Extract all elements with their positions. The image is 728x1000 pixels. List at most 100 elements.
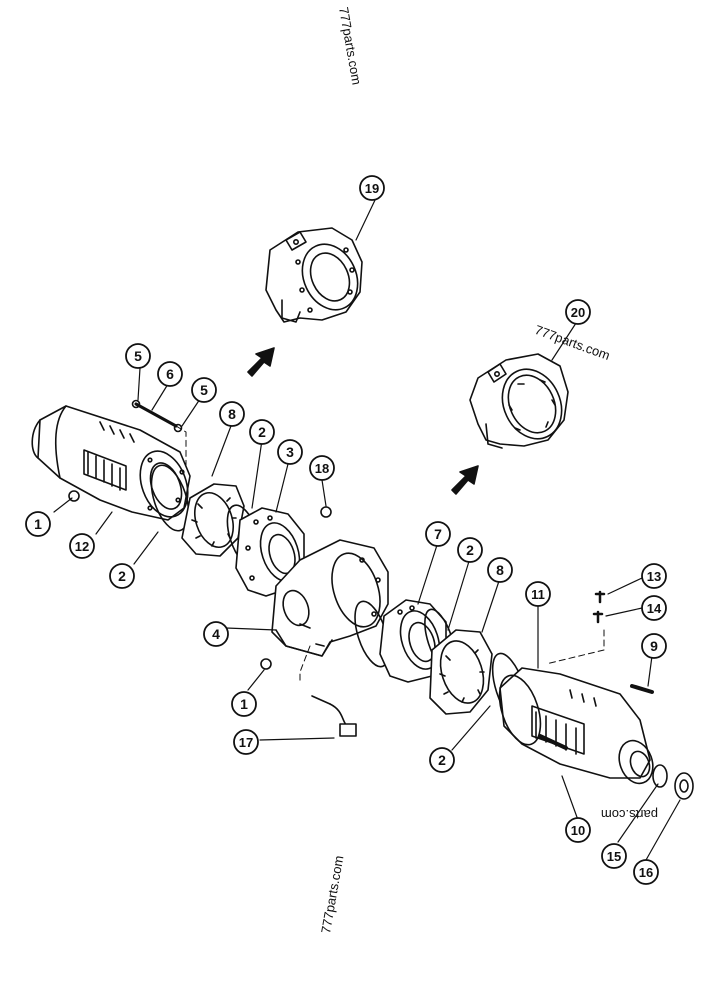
callout-circle (233, 729, 259, 755)
callout-number: 8 (228, 406, 236, 422)
callout-circle (359, 175, 385, 201)
callout-9: 9 (641, 633, 667, 659)
washer-part-15 (652, 764, 668, 788)
callout-2: 2 (457, 537, 483, 563)
callout-13: 13 (641, 563, 667, 589)
callout-circle (231, 691, 257, 717)
callout-number: 14 (647, 601, 662, 616)
callout-circle (109, 563, 135, 589)
callout-circle (565, 299, 591, 325)
plug-part-1b (260, 658, 272, 670)
callout-circle (203, 621, 229, 647)
callout-circle (457, 537, 483, 563)
callout-number: 2 (118, 568, 126, 584)
center-housing-part-4 (271, 539, 389, 657)
callout-number: 2 (258, 424, 266, 440)
housing-part-20 (469, 353, 569, 449)
callout-number: 11 (531, 587, 545, 602)
callout-circle (487, 557, 513, 583)
callout-number: 1 (34, 516, 42, 532)
callout-20: 20 (565, 299, 591, 325)
callout-circle (157, 361, 183, 387)
callout-2: 2 (109, 563, 135, 589)
plug-part-1a (68, 490, 80, 502)
axle-housing-part-11 (498, 667, 654, 785)
callout-18: 18 (309, 455, 335, 481)
callout-circle (641, 563, 667, 589)
callout-number: 3 (286, 444, 294, 460)
callout-number: 7 (434, 526, 442, 542)
oring-part-2a (150, 464, 190, 532)
callout-number: 18 (315, 461, 329, 476)
callout-number: 19 (365, 181, 379, 196)
callout-labels: 19 20 5 6 5 8 2 3 18 1 12 2 4 1 17 7 2 8 11 13 14 9 2 10 15 16 (25, 175, 667, 885)
callout-number: 4 (212, 626, 220, 642)
callout-number: 20 (571, 305, 585, 320)
callout-19: 19 (359, 175, 385, 201)
bolt-part-10 (538, 734, 568, 750)
arrow-up-right (451, 465, 479, 495)
callout-11: 11 (525, 581, 551, 607)
callout-number: 5 (200, 382, 208, 398)
callout-12: 12 (69, 533, 95, 559)
callout-circle (429, 747, 455, 773)
plug-part-18 (320, 506, 332, 518)
callout-circle (633, 859, 659, 885)
callout-5: 5 (191, 377, 217, 403)
callout-14: 14 (641, 595, 667, 621)
callout-6: 6 (157, 361, 183, 387)
pin-part-6 (134, 402, 178, 428)
callout-number: 1 (240, 696, 248, 712)
callout-circle (25, 511, 51, 537)
bolt-part-9 (630, 684, 654, 694)
callout-circle (191, 377, 217, 403)
callout-number: 2 (466, 542, 474, 558)
callout-circle (219, 401, 245, 427)
callout-number: 12 (75, 539, 89, 554)
callout-5: 5 (125, 343, 151, 369)
callout-circle (525, 581, 551, 607)
callout-8: 8 (219, 401, 245, 427)
arrow-up-left (247, 347, 275, 377)
ring-gear-part-8b (429, 629, 493, 715)
callout-2: 2 (429, 747, 455, 773)
callout-circle (249, 419, 275, 445)
callout-number: 8 (496, 562, 504, 578)
callout-circle (309, 455, 335, 481)
callout-1: 1 (231, 691, 257, 717)
callout-circle (125, 343, 151, 369)
callout-number: 6 (166, 366, 174, 382)
callout-number: 5 (134, 348, 142, 364)
callout-circle (69, 533, 95, 559)
nut-part-16 (674, 772, 694, 800)
callout-circle (601, 843, 627, 869)
breather-part-13 (594, 590, 606, 604)
callout-10: 10 (565, 817, 591, 843)
fitting-part-14 (592, 610, 604, 624)
callout-number: 2 (438, 752, 446, 768)
callout-8: 8 (487, 557, 513, 583)
callout-17: 17 (233, 729, 259, 755)
callout-circle (565, 817, 591, 843)
callout-4: 4 (203, 621, 229, 647)
callout-number: 10 (571, 823, 585, 838)
callout-circle (641, 633, 667, 659)
callout-number: 15 (607, 849, 621, 864)
callout-3: 3 (277, 439, 303, 465)
callout-number: 17 (239, 735, 253, 750)
callout-2: 2 (249, 419, 275, 445)
callout-circle (277, 439, 303, 465)
callout-16: 16 (633, 859, 659, 885)
housing-part-19 (265, 227, 363, 323)
callout-7: 7 (425, 521, 451, 547)
callout-15: 15 (601, 843, 627, 869)
callout-number: 9 (650, 638, 658, 654)
callout-number: 16 (639, 865, 653, 880)
clip-part-5b (173, 423, 183, 433)
callout-1: 1 (25, 511, 51, 537)
sensor-part-17 (311, 695, 357, 737)
callout-circle (641, 595, 667, 621)
callout-circle (425, 521, 451, 547)
